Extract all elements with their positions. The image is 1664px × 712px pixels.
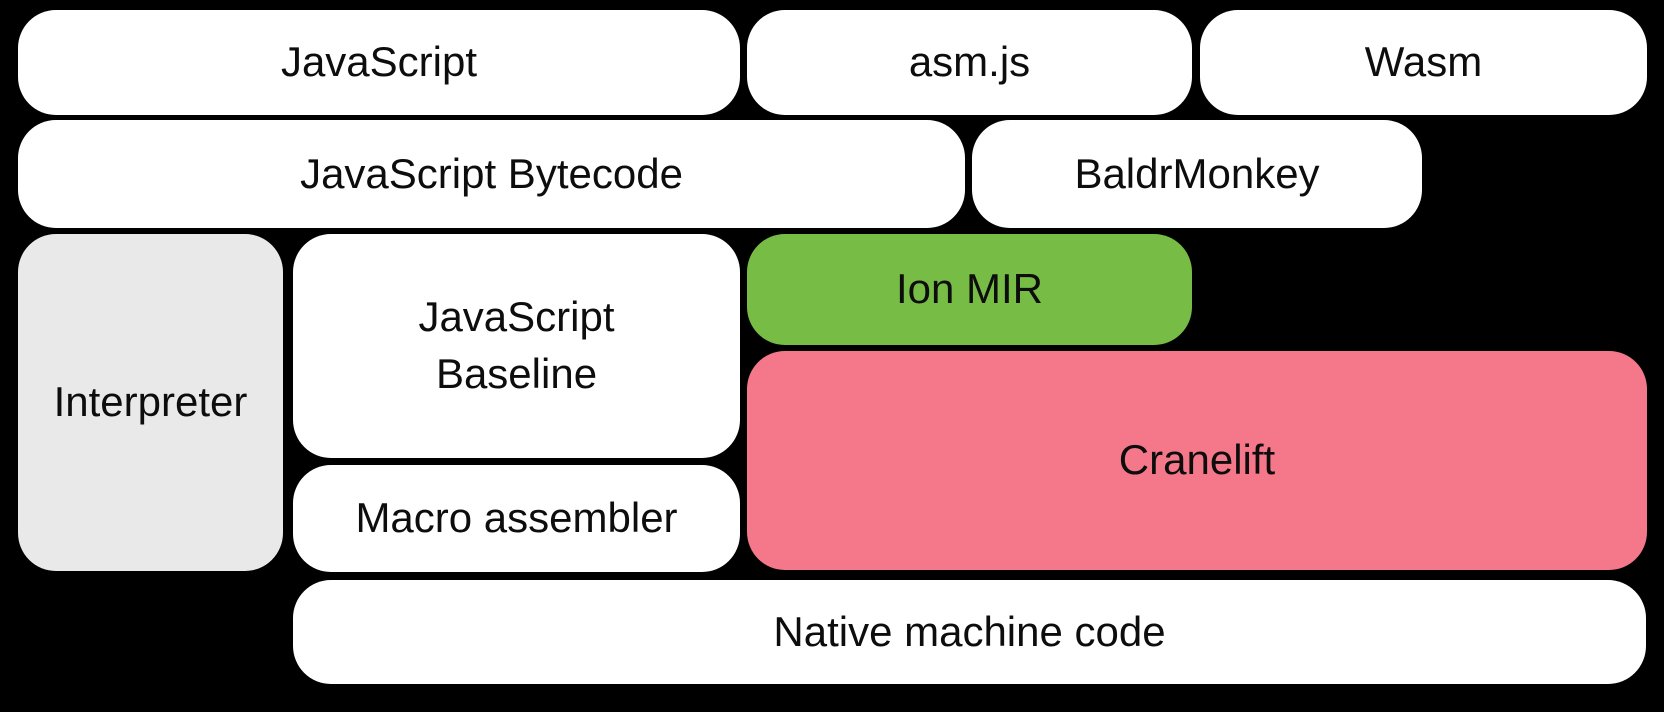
box-ion-mir: Ion MIR (747, 234, 1192, 345)
box-ion-mir-label: Ion MIR (895, 265, 1044, 313)
box-cranelift: Cranelift (747, 351, 1647, 570)
box-asm-js: asm.js (747, 10, 1192, 115)
box-macro-assembler: Macro assembler (293, 465, 740, 572)
box-wasm: Wasm (1200, 10, 1647, 115)
box-native-machine-code-label: Native machine code (773, 607, 1166, 655)
box-javascript: JavaScript (18, 10, 740, 115)
box-baldrmonkey: BaldrMonkey (972, 120, 1422, 228)
box-javascript-bytecode-label: JavaScript Bytecode (300, 149, 683, 197)
box-javascript-baseline-label: JavaScript Baseline (418, 289, 614, 402)
box-native-machine-code: Native machine code (293, 580, 1646, 684)
box-javascript-bytecode: JavaScript Bytecode (18, 120, 965, 228)
box-cranelift-label: Cranelift (1118, 436, 1276, 484)
box-javascript-label: JavaScript (280, 38, 478, 86)
box-baldrmonkey-label: BaldrMonkey (1074, 149, 1320, 197)
box-interpreter-label: Interpreter (53, 378, 248, 426)
box-interpreter: Interpreter (18, 234, 283, 571)
box-javascript-baseline-line1: JavaScript (418, 293, 615, 341)
box-wasm-label: Wasm (1364, 38, 1483, 86)
box-javascript-baseline: JavaScript Baseline (293, 234, 740, 458)
box-macro-assembler-label: Macro assembler (355, 494, 678, 542)
box-javascript-baseline-line2: Baseline (435, 350, 598, 397)
box-asm-js-label: asm.js (908, 38, 1031, 86)
